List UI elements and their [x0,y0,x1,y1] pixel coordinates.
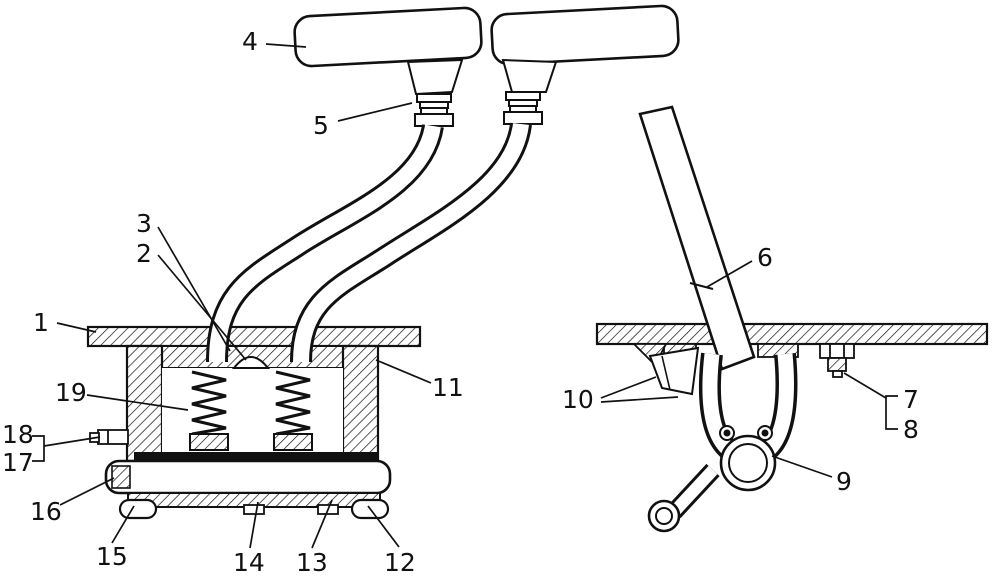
part-label-5: 5 [313,111,329,140]
plunger-left [189,433,229,451]
spring-right [275,370,311,436]
lever-tubes [206,122,532,363]
knob-left [293,6,483,68]
part-label-18: 18 [2,420,34,449]
part-label-6: 6 [757,243,773,272]
mounting-plate [86,325,422,348]
link-arm [667,463,720,519]
part-label-15: 15 [96,542,128,571]
part-label-1: 1 [33,308,49,337]
spring-left [191,370,227,436]
cross-bar-end [111,465,131,489]
cross-bar [104,459,392,495]
right-assembly [595,105,989,533]
part-label-13: 13 [296,548,328,577]
part-label-9: 9 [836,467,852,496]
left-assembly [86,4,680,520]
part-label-8: 8 [903,415,919,444]
leader-lines [32,43,898,549]
part-label-14: 14 [233,548,265,577]
lever-tick [689,282,714,290]
part-label-19: 19 [55,378,87,407]
part-label-7: 7 [903,385,919,414]
knob-right [490,4,680,66]
seal-strip [134,452,378,461]
connector-right [501,58,558,125]
foot-left [118,498,158,520]
pivot-bore-inner [728,443,768,483]
right-plate [595,322,989,346]
bracket-bolts [719,425,773,441]
part-label-10: 10 [562,385,594,414]
part-label-12: 12 [384,548,416,577]
springs [191,370,311,436]
part-label-2: 2 [136,239,152,268]
pawl-inner-line [661,355,671,391]
bolt-assembly [819,343,855,378]
plunger-right [273,433,313,451]
part-label-11: 11 [432,373,464,402]
pawl [648,346,700,396]
housing-right-wall [341,344,380,463]
connector-left [406,58,464,127]
part-label-4: 4 [242,27,258,56]
bottom-tab-left [243,504,265,515]
part-label-3: 3 [136,209,152,238]
link-eye-inner [655,507,673,525]
part-label-16: 16 [30,497,62,526]
part-label-17: 17 [2,448,34,477]
center-cap [231,356,271,369]
link-eye-outer [647,499,681,533]
